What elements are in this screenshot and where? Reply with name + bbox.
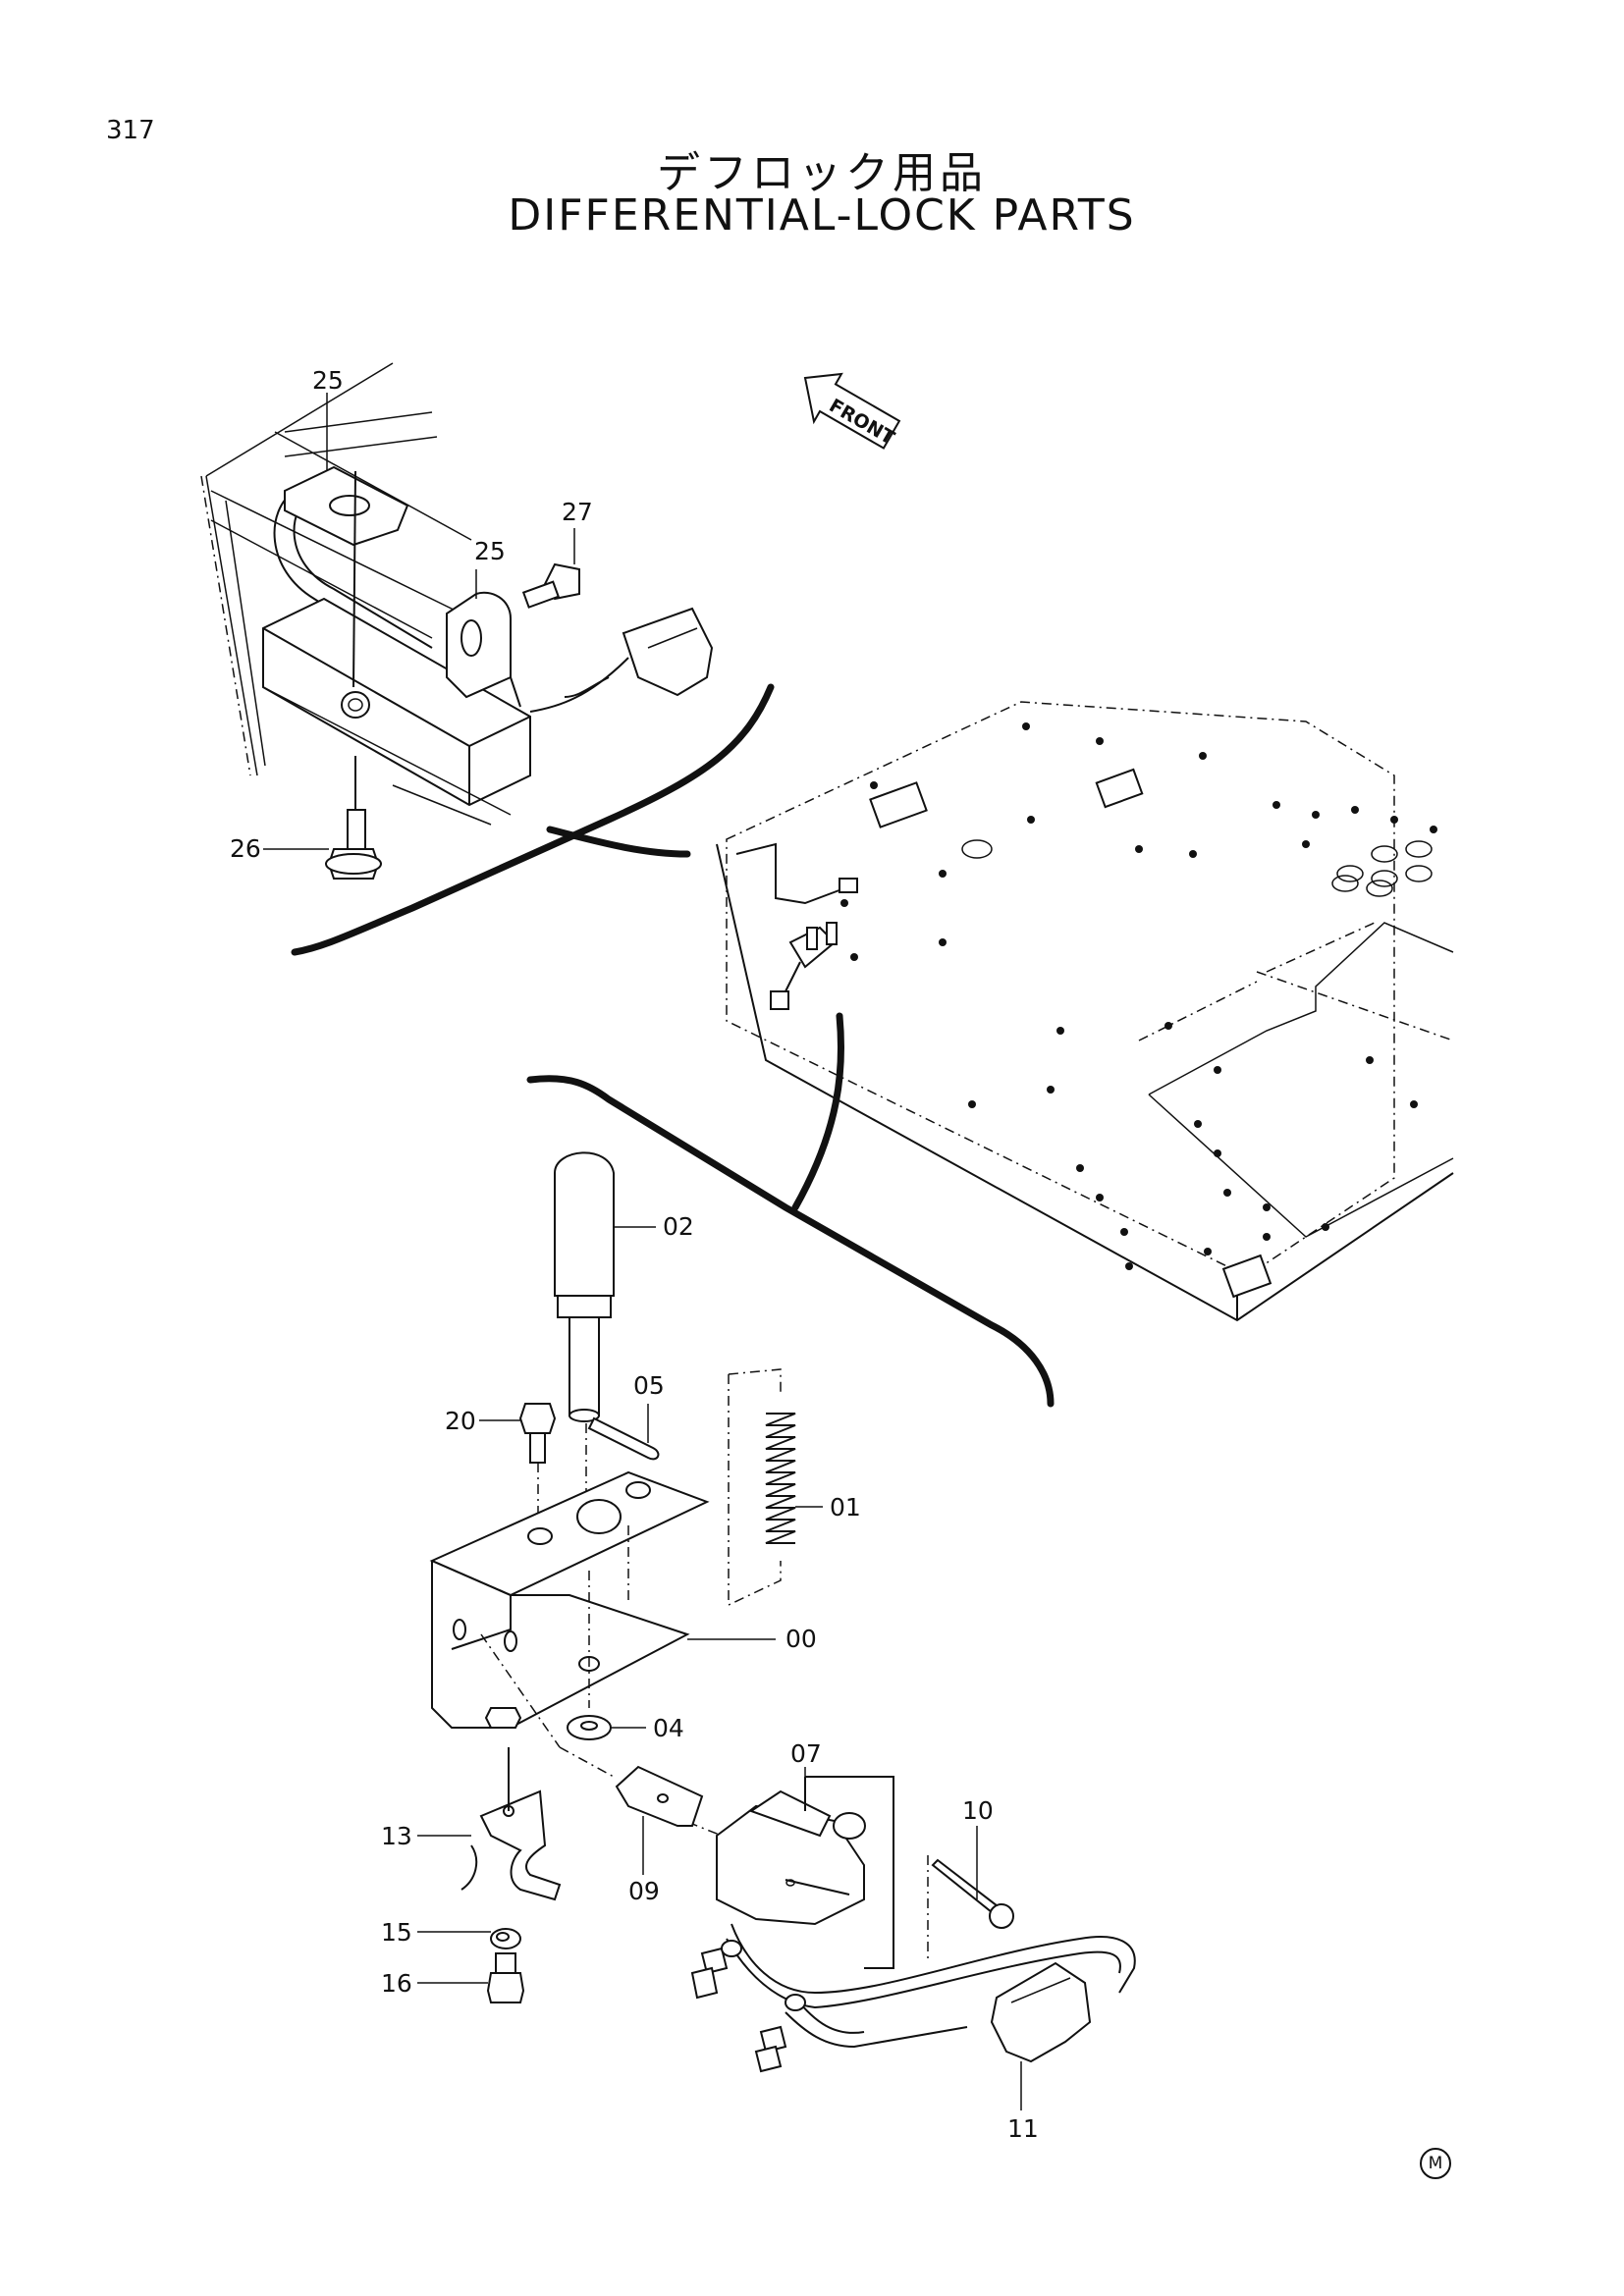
front-arrow-icon: FRONT	[803, 372, 901, 450]
callout-04: 04	[653, 1714, 684, 1742]
callout-15: 15	[381, 1918, 412, 1947]
callout-25-top: 25	[312, 366, 344, 395]
title-japanese: デフロック用品	[657, 148, 987, 198]
callout-20: 20	[445, 1407, 476, 1435]
page-number: 317	[106, 116, 155, 145]
title-english: DIFFERENTIAL-LOCK PARTS	[508, 190, 1136, 240]
upper-bracket-detail	[200, 362, 775, 956]
spring	[765, 1413, 796, 1544]
plate-holes	[961, 839, 1433, 897]
callout-09: 09	[628, 1877, 660, 1905]
callout-26: 26	[230, 834, 261, 863]
callout-11: 11	[1007, 2114, 1039, 2143]
callout-10: 10	[962, 1796, 994, 1825]
callout-02: 02	[663, 1212, 694, 1241]
callout-16: 16	[381, 1969, 412, 1998]
callout-05: 05	[633, 1371, 665, 1400]
floor-plate	[526, 701, 1454, 1408]
corner-mark: M	[1420, 2148, 1451, 2179]
callout-25-side: 25	[474, 537, 506, 565]
callout-01: 01	[830, 1493, 861, 1522]
callout-00: 00	[785, 1625, 817, 1653]
callout-13: 13	[381, 1822, 412, 1850]
callout-27: 27	[562, 498, 593, 526]
callouts: 25 25 27 26 02 05 20 01 00 04 07 10 13 0…	[230, 366, 1039, 2143]
lever-assembly	[429, 1151, 1136, 2073]
callout-07: 07	[790, 1739, 822, 1768]
leader-lines	[263, 393, 1022, 2110]
